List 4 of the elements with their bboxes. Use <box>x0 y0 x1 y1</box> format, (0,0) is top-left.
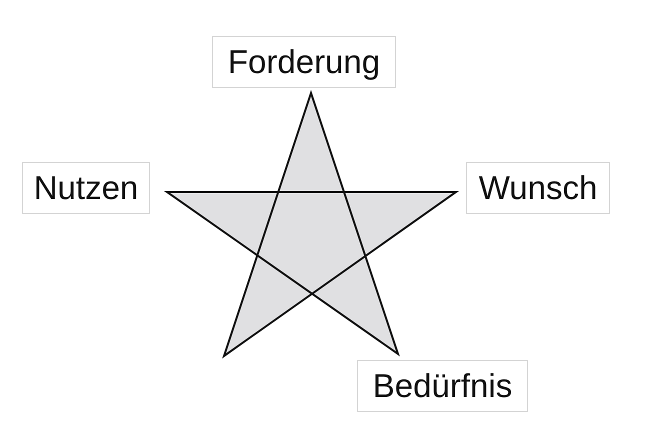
label-box: Forderung <box>212 36 396 88</box>
label-box: Bedürfnis <box>357 360 528 412</box>
label-box: Wunsch <box>466 162 610 214</box>
label-box: Nutzen <box>22 162 150 214</box>
